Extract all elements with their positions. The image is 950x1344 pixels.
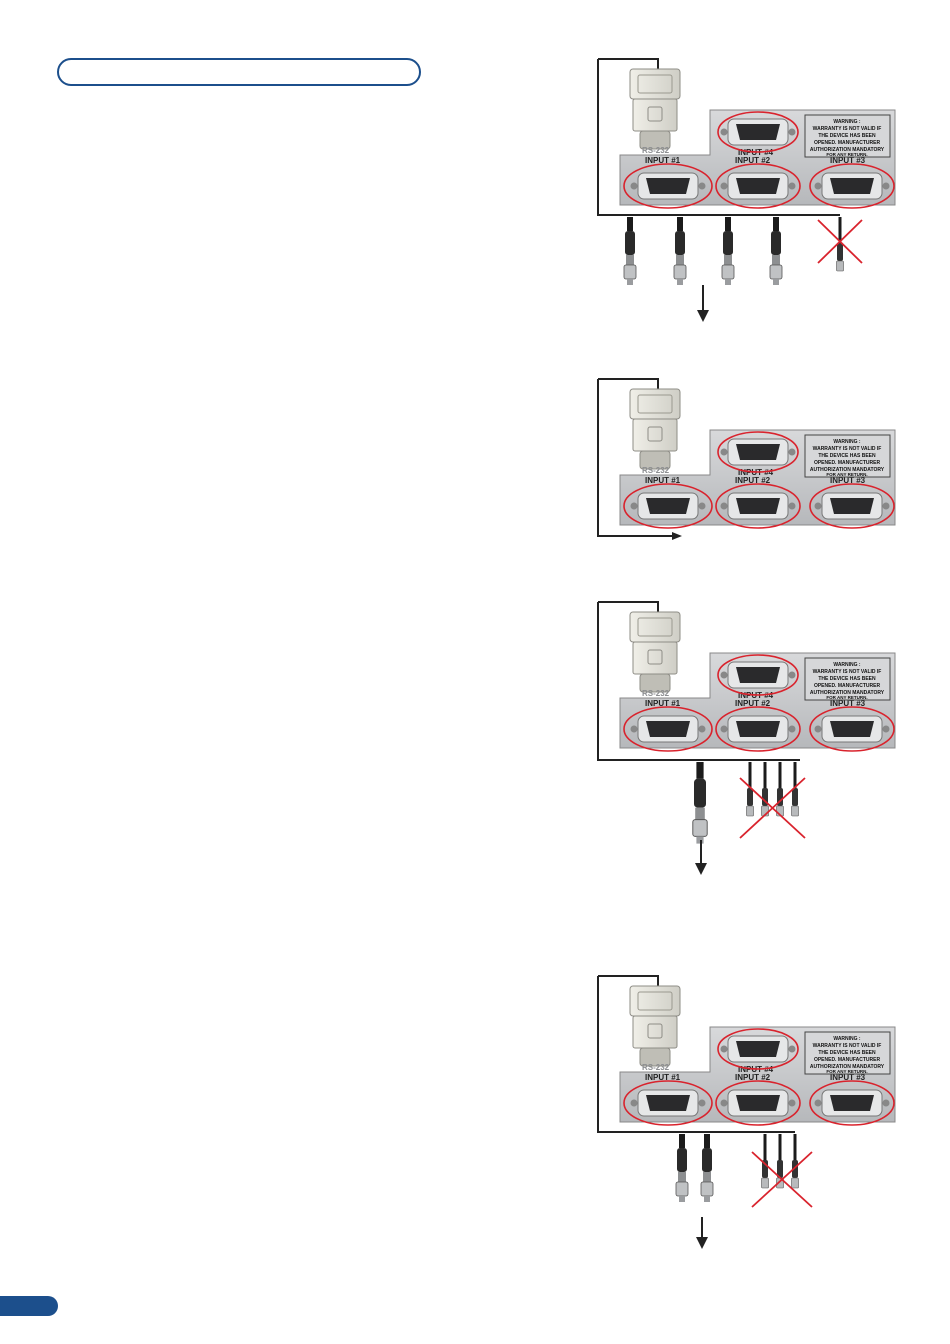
vga-connector-icon — [814, 715, 890, 743]
warning-line: OPENED. MANUFACTURER — [814, 140, 881, 146]
warning-title: WARNING : — [833, 1036, 861, 1042]
warning-line: WARRANTY IS NOT VALID IF — [813, 446, 882, 452]
dvi-adapter-icon — [629, 985, 681, 1067]
vga-connector-icon — [720, 492, 796, 520]
rs232-label: RS-232 — [642, 146, 670, 155]
bnc-connector-icon — [791, 1133, 799, 1189]
vga-connector-icon — [814, 172, 890, 200]
vga-connector-icon — [630, 492, 706, 520]
input1-label: INPUT #1 — [645, 156, 681, 165]
input1-label: INPUT #1 — [645, 1073, 681, 1082]
warning-line: OPENED. MANUFACTURER — [814, 683, 881, 689]
bnc-connector-icon — [673, 216, 687, 286]
rs232-label: RS-232 — [642, 1063, 670, 1072]
warning-line: AUTHORIZATION MANDATORY — [810, 690, 885, 696]
vga-connector-icon — [720, 438, 796, 466]
diagram-s-video: RS-232 INPUT #1 INPUT #2 INPUT #3 INPUT … — [597, 975, 896, 1249]
cross-out-icon — [751, 1151, 813, 1208]
vga-connector-icon — [720, 1089, 796, 1117]
warning-title: WARNING : — [833, 439, 861, 445]
input2-label: INPUT #2 — [735, 699, 771, 708]
bnc-connector-icon — [761, 761, 769, 817]
warning-line: WARRANTY IS NOT VALID IF — [813, 1043, 882, 1049]
vga-connector-icon — [630, 172, 706, 200]
warning-line: FOR ANY RETURN. — [826, 1069, 867, 1074]
diagram-rgbhv: RS-232 INPUT #1 INPUT #2 INPUT #3 INPUT … — [597, 58, 896, 322]
warning-line: THE DEVICE HAS BEEN — [818, 676, 876, 682]
bnc-connector-icon — [675, 1133, 689, 1203]
vga-connector-icon — [630, 1089, 706, 1117]
warning-line: THE DEVICE HAS BEEN — [818, 453, 876, 459]
input3-label: INPUT #3 — [830, 699, 866, 708]
bnc-connector-icon — [700, 1133, 714, 1203]
arrow-down-icon — [696, 1217, 708, 1249]
dvi-adapter-icon — [629, 68, 681, 150]
vga-connector-icon — [720, 661, 796, 689]
input1-label: INPUT #1 — [645, 476, 681, 485]
bnc-connector-icon — [623, 216, 637, 286]
warning-line: AUTHORIZATION MANDATORY — [810, 467, 885, 473]
warning-line: WARRANTY IS NOT VALID IF — [813, 669, 882, 675]
bnc-connector-icon — [769, 216, 783, 286]
vga-connector-icon — [720, 118, 796, 146]
rs232-label: RS-232 — [642, 689, 670, 698]
arrow-down-icon — [695, 840, 707, 875]
bnc-connector-icon — [721, 216, 735, 286]
warning-line: THE DEVICE HAS BEEN — [818, 133, 876, 139]
input2-label: INPUT #2 — [735, 476, 771, 485]
vga-connector-icon — [814, 1089, 890, 1117]
input3-label: INPUT #3 — [830, 476, 866, 485]
input3-label: INPUT #3 — [830, 1073, 866, 1082]
warning-line: AUTHORIZATION MANDATORY — [810, 147, 885, 153]
warning-line: THE DEVICE HAS BEEN — [818, 1050, 876, 1056]
page-number-tab — [0, 1296, 58, 1316]
bnc-connector-icon — [692, 761, 708, 845]
input2-label: INPUT #2 — [735, 156, 771, 165]
warning-line: FOR ANY RETURN. — [826, 695, 867, 700]
warning-line: OPENED. MANUFACTURER — [814, 1057, 881, 1063]
vga-connector-icon — [720, 172, 796, 200]
diagram-composite: RS-232 INPUT #1 INPUT #2 INPUT #3 INPUT … — [597, 601, 896, 875]
vga-connector-icon — [814, 492, 890, 520]
warning-line: AUTHORIZATION MANDATORY — [810, 1064, 885, 1070]
vga-connector-icon — [720, 715, 796, 743]
warning-title: WARNING : — [833, 119, 861, 125]
dvi-adapter-icon — [629, 611, 681, 693]
warning-line: OPENED. MANUFACTURER — [814, 460, 881, 466]
warning-line: FOR ANY RETURN. — [826, 472, 867, 477]
input1-label: INPUT #1 — [645, 699, 681, 708]
diagram-dvi-analog: RS-232 INPUT #1 INPUT #2 INPUT #3 INPUT … — [597, 378, 896, 540]
warning-line: WARRANTY IS NOT VALID IF — [813, 126, 882, 132]
warning-line: FOR ANY RETURN. — [826, 152, 867, 157]
arrow-down-icon — [697, 285, 709, 322]
cross-out-icon — [739, 777, 806, 839]
vga-connector-icon — [720, 1035, 796, 1063]
section-title-bar — [57, 58, 421, 86]
dvi-adapter-icon — [629, 388, 681, 470]
warning-title: WARNING : — [833, 662, 861, 668]
rs232-label: RS-232 — [642, 466, 670, 475]
vga-connector-icon — [630, 715, 706, 743]
cross-out-icon — [817, 219, 863, 264]
bnc-connector-icon — [776, 761, 784, 817]
input2-label: INPUT #2 — [735, 1073, 771, 1082]
input3-label: INPUT #3 — [830, 156, 866, 165]
